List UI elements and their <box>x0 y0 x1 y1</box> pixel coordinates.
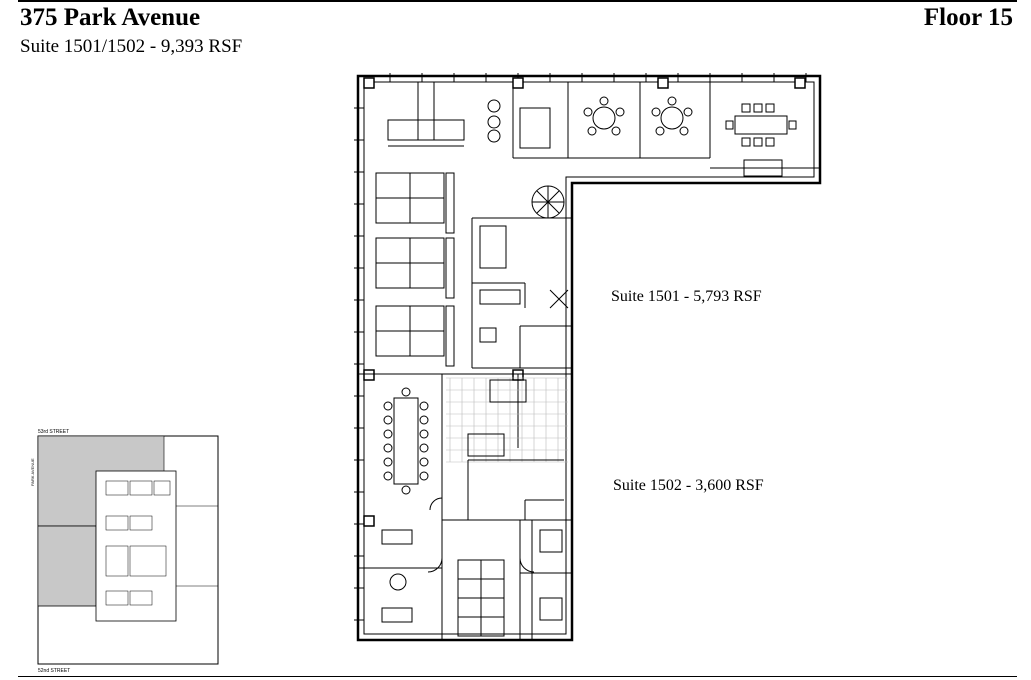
suite-summary: Suite 1501/1502 - 9,393 RSF <box>20 36 243 57</box>
floor-number: Floor 15 <box>923 4 1013 31</box>
avenue-label: PARK AVENUE <box>30 458 35 486</box>
workstation-cluster <box>375 172 455 367</box>
suite-1501-label: Suite 1501 - 5,793 RSF <box>611 288 762 305</box>
footer-rule <box>18 676 1017 677</box>
street-bottom-label: 52nd STREET <box>38 668 70 674</box>
key-plan: 53rd STREET 52nd STREET PARK AVENUE <box>30 429 219 674</box>
perimeter-mullions <box>354 73 807 621</box>
floor-plan <box>354 73 822 642</box>
suite-1502-label: Suite 1502 - 3,600 RSF <box>613 477 764 494</box>
building-address: 375 Park Avenue <box>20 4 201 31</box>
header-rule <box>18 0 1017 2</box>
street-top-label: 53rd STREET <box>38 429 69 435</box>
